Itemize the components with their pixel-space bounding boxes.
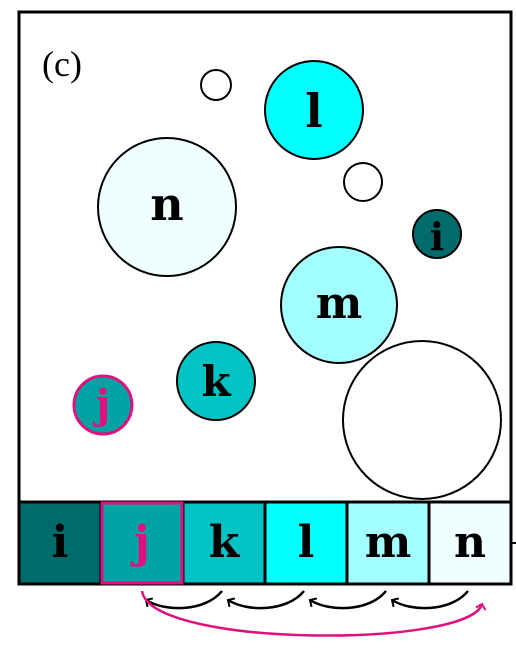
shift-arrow-l-to-k bbox=[226, 590, 305, 610]
circle-label-m: m bbox=[316, 278, 363, 329]
circle-label-n: n bbox=[150, 177, 183, 231]
circle-k: k bbox=[176, 341, 256, 421]
array-label-j: j bbox=[130, 517, 150, 568]
circle-l: l bbox=[264, 60, 364, 160]
circle-label-j: j bbox=[93, 381, 110, 428]
circle-empty-large bbox=[342, 340, 502, 500]
circle-m: m bbox=[280, 246, 398, 364]
shift-arrows bbox=[144, 590, 469, 610]
array-label-k: k bbox=[209, 517, 241, 568]
circle-label-l: l bbox=[305, 84, 322, 138]
array-cell-k: k bbox=[181, 500, 267, 586]
circle-j: j bbox=[72, 374, 134, 436]
circle-layer: l n i m k j bbox=[72, 60, 502, 500]
shift-arrow-m-to-l bbox=[308, 590, 387, 610]
array-row: i j k l m n bbox=[17, 500, 516, 586]
panel-label: (c) bbox=[42, 44, 82, 84]
array-cell-j: j bbox=[99, 500, 185, 586]
shift-arrow-n-to-m bbox=[390, 590, 469, 610]
array-label-i: i bbox=[52, 517, 69, 568]
shift-arrow-k-to-j bbox=[144, 590, 223, 610]
array-cell-m: m bbox=[345, 500, 431, 586]
array-label-l: l bbox=[298, 517, 315, 568]
array-cell-l: l bbox=[263, 500, 349, 586]
circle-label-i: i bbox=[430, 214, 444, 259]
circle-empty-small-mid bbox=[343, 162, 383, 202]
array-label-m: m bbox=[365, 517, 412, 568]
circle-empty-small-top bbox=[200, 69, 232, 101]
array-cell-n: n bbox=[427, 500, 513, 586]
array-cell-i: i bbox=[17, 500, 103, 586]
array-label-n: n bbox=[454, 517, 486, 568]
move-arrow-j-to-n bbox=[140, 590, 487, 637]
array-cell-j-highlight bbox=[100, 501, 184, 585]
circle-label-k: k bbox=[201, 357, 231, 406]
circle-i: i bbox=[412, 209, 462, 259]
circle-n: n bbox=[97, 137, 237, 277]
